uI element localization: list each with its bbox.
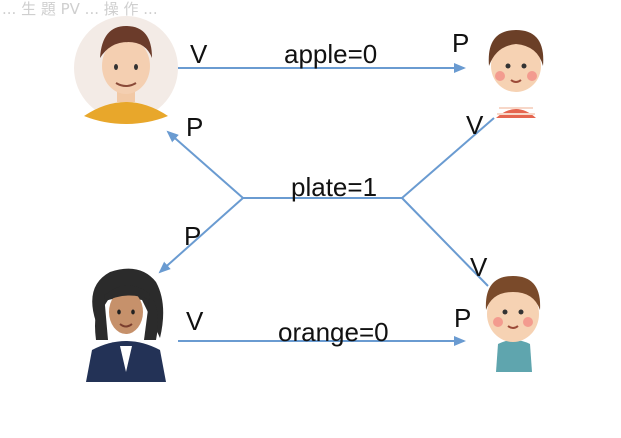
orange-semaphore-label: orange=0 — [278, 317, 389, 347]
father-avatar-icon — [74, 16, 178, 124]
header-fragment: ... 生 題 PV ... 操 作 ... — [2, 0, 158, 18]
daughter-avatar-icon — [466, 20, 566, 120]
daughter-to-plate-line — [401, 117, 495, 199]
son-avatar-icon — [485, 276, 541, 372]
son-v-label: V — [470, 252, 488, 282]
son-to-plate-line — [401, 197, 489, 287]
plate-to-father-p-label: P — [186, 112, 203, 142]
plate-to-father-arrow — [166, 130, 244, 199]
father-v-label: V — [190, 39, 208, 69]
son-p-label: P — [454, 303, 471, 333]
daughter-v-label: V — [466, 110, 484, 140]
apple-semaphore-label: apple=0 — [284, 39, 377, 69]
daughter-p-label: P — [452, 28, 469, 58]
plate-to-mother-arrow — [158, 197, 244, 274]
mother-v-label: V — [186, 306, 204, 336]
plate-semaphore-label: plate=1 — [291, 172, 377, 202]
mother-avatar-icon — [86, 268, 166, 382]
plate-to-mother-p-label: P — [184, 221, 201, 251]
